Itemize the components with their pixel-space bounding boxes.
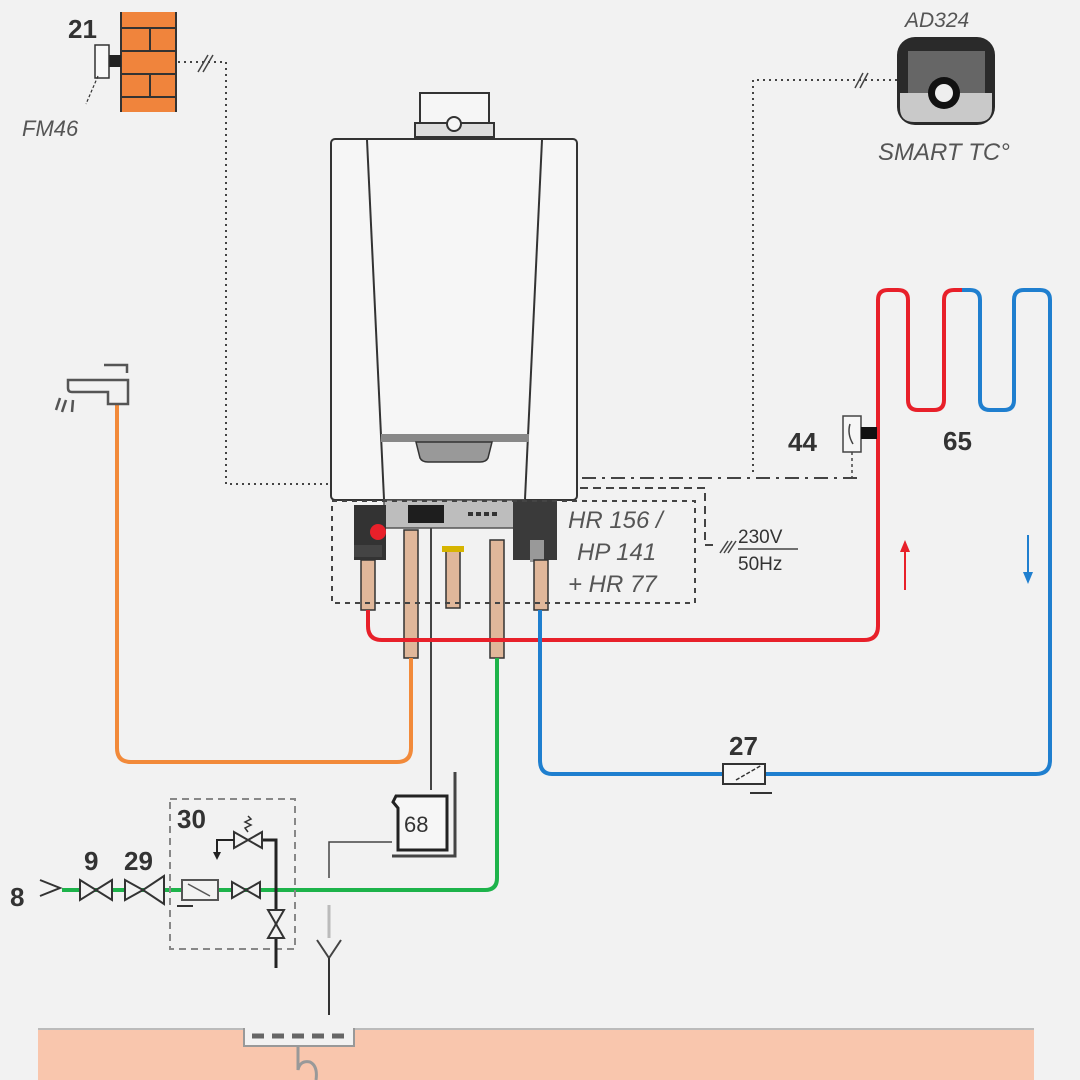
condensate-neutraliser-number: 68 xyxy=(404,812,428,837)
heating-circuit: 65 44 27 xyxy=(366,288,1052,794)
floor xyxy=(38,1028,1034,1080)
boiler-display-panel xyxy=(415,441,493,463)
outdoor-sensor-model: FM46 xyxy=(22,116,79,141)
heating-return-pipe xyxy=(538,288,1052,776)
stop-valve-icon xyxy=(79,878,113,902)
isolation-valve-icon xyxy=(231,880,261,900)
drain-funnel-icon xyxy=(316,939,342,960)
safety-thermostat-icon xyxy=(842,415,862,453)
safety-group-box xyxy=(169,798,296,950)
pressure-reducer-number: 29 xyxy=(124,846,153,876)
safety-valve-icon xyxy=(233,830,263,850)
outdoor-sensor-number: 21 xyxy=(68,14,97,44)
filter-number: 27 xyxy=(729,731,758,761)
outdoor-sensor-icon xyxy=(94,44,110,79)
outdoor-sensor-group: 21 FM46 xyxy=(22,12,330,485)
floor-slab xyxy=(38,1028,1034,1080)
siphon-icon xyxy=(296,1046,318,1080)
safety-thermostat-number: 44 xyxy=(788,427,817,457)
room-control-model: AD324 xyxy=(903,9,969,32)
drain-valve-icon xyxy=(266,909,286,939)
room-thermostat-group: AD324 SMART TC° xyxy=(752,9,1010,475)
floor-heating-number: 65 xyxy=(943,426,972,456)
safety-group-number: 30 xyxy=(177,804,206,834)
room-control-name: SMART TC° xyxy=(878,139,1010,166)
tap-icon xyxy=(54,363,130,413)
power-supply: 230V 50Hz xyxy=(580,477,858,575)
connection-kit: HR 156 / HP 141 + HR 77 xyxy=(331,500,696,604)
cold-water-supply: 8 9 29 30 xyxy=(10,658,499,968)
power-voltage: 230V xyxy=(738,527,783,548)
inlet-number: 8 xyxy=(10,882,24,912)
pressure-reducer-icon xyxy=(124,874,165,906)
kit-label-line3: + HR 77 xyxy=(568,571,658,598)
cold-water-pipe xyxy=(62,658,499,892)
heating-flow-pipe xyxy=(366,288,962,642)
boiler xyxy=(330,92,578,790)
domestic-hot-water xyxy=(54,363,413,764)
condensate-system: 68 xyxy=(316,772,457,1015)
hot-water-pipe xyxy=(115,405,413,764)
power-frequency: 50Hz xyxy=(738,554,782,575)
stop-valve-number: 9 xyxy=(84,846,98,876)
kit-label-line2: HP 141 xyxy=(577,539,656,566)
condensate-neutraliser-icon xyxy=(391,794,449,852)
inlet-icon xyxy=(39,879,63,897)
sensor-cable xyxy=(178,61,330,485)
kit-label-line1: HR 156 / xyxy=(568,507,665,534)
thermostat-cable xyxy=(752,79,897,475)
